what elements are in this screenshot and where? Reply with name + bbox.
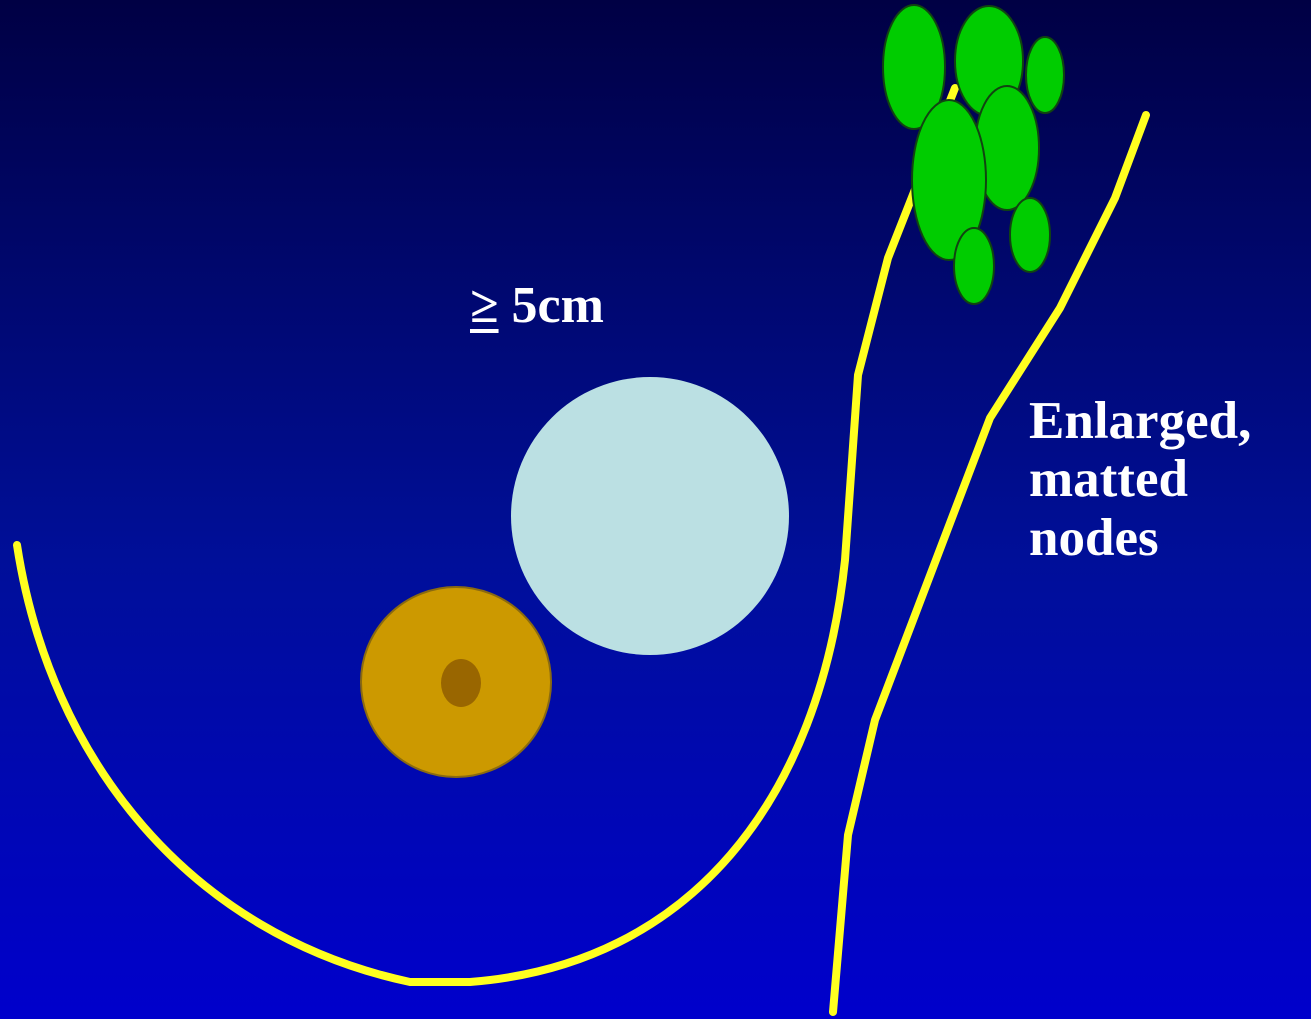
chest-wall-line xyxy=(829,111,1150,1016)
breast-outline xyxy=(13,84,959,986)
nipple xyxy=(441,659,481,707)
lymph-node-cluster xyxy=(882,4,1065,305)
lymph-node xyxy=(1009,197,1051,273)
nodes-label-line: nodes xyxy=(1029,508,1159,567)
lymph-node xyxy=(953,227,995,305)
nodes-label-line: matted xyxy=(1029,450,1188,509)
nodes-label-line: Enlarged, xyxy=(1029,392,1252,450)
greater-equal-symbol: ≥ xyxy=(470,277,499,334)
lymph-node xyxy=(1025,36,1065,114)
lymph-node xyxy=(882,4,946,130)
lymph-node xyxy=(911,99,987,261)
nodes-label: Enlarged, matted nodes xyxy=(1029,392,1251,567)
tumor-size-value: 5cm xyxy=(498,277,604,334)
tumor-size-label: ≥ 5cm xyxy=(470,280,604,332)
tumor xyxy=(511,377,789,655)
